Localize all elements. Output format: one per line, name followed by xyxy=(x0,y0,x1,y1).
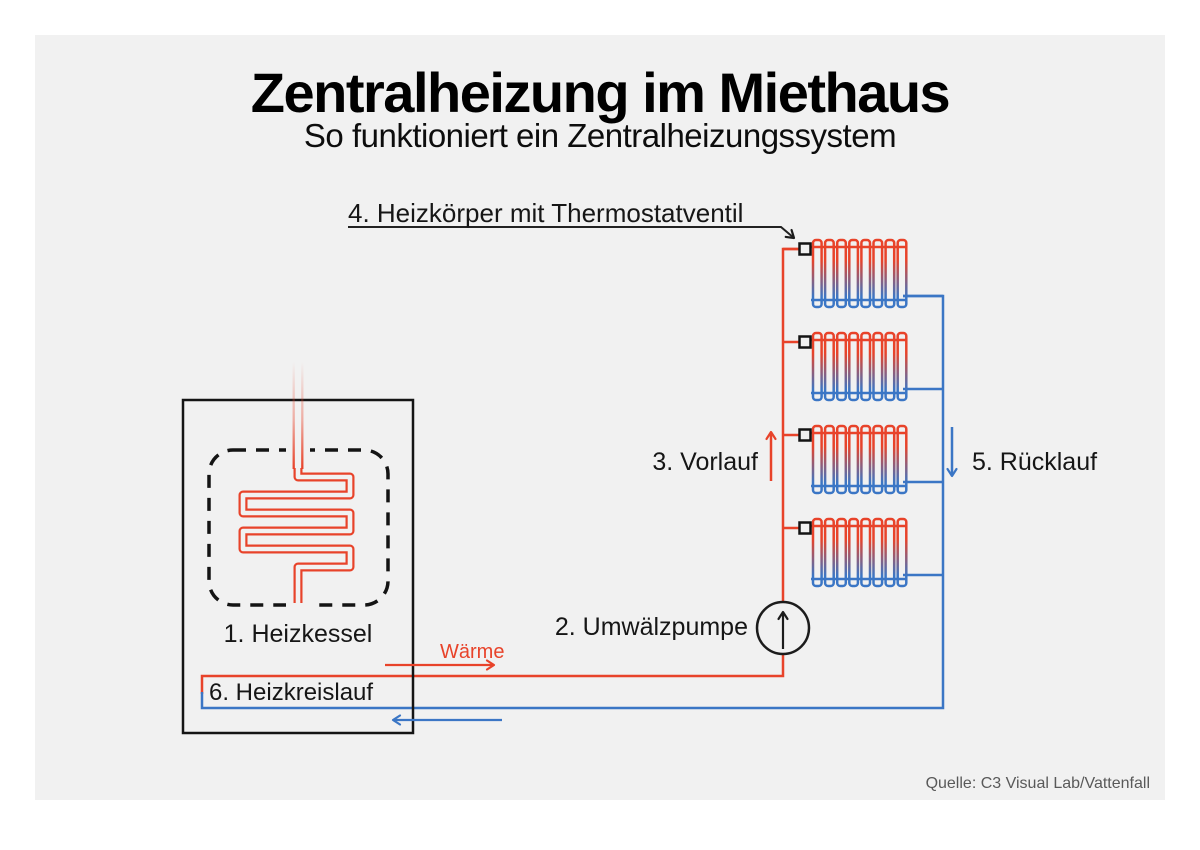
radiator xyxy=(781,238,945,309)
label-pump: 2. Umwälzpumpe xyxy=(554,613,748,641)
label-supply: 3. Vorlauf xyxy=(652,448,758,476)
page-subtitle: So funktioniert ein Zentralheizungssyste… xyxy=(303,117,897,154)
page-title: Zentralheizung im Miethaus xyxy=(250,61,951,124)
heating-coil-inner xyxy=(240,468,353,603)
boiler-box xyxy=(181,398,415,735)
dash-break-bottom xyxy=(286,599,310,611)
label-boiler: 1. Heizkessel xyxy=(223,620,373,648)
label-circuit: 6. Heizkreislauf xyxy=(209,679,374,706)
label-radiator: 4. Heizkörper mit Thermostatventil xyxy=(348,198,744,228)
source-credit: Quelle: C3 Visual Lab/Vattenfall xyxy=(925,775,1150,792)
radiator xyxy=(781,517,945,588)
label-return: 5. Rücklauf xyxy=(972,448,1098,476)
infographic-canvas xyxy=(35,35,1165,800)
dash-break-top xyxy=(286,443,310,457)
label-heat: Wärme xyxy=(440,641,505,663)
boiler xyxy=(181,362,415,735)
radiator xyxy=(781,424,945,495)
radiator xyxy=(781,331,945,402)
radiator-label-leader-line xyxy=(348,226,796,240)
pump-circle-up-arrow-icon xyxy=(755,600,811,656)
